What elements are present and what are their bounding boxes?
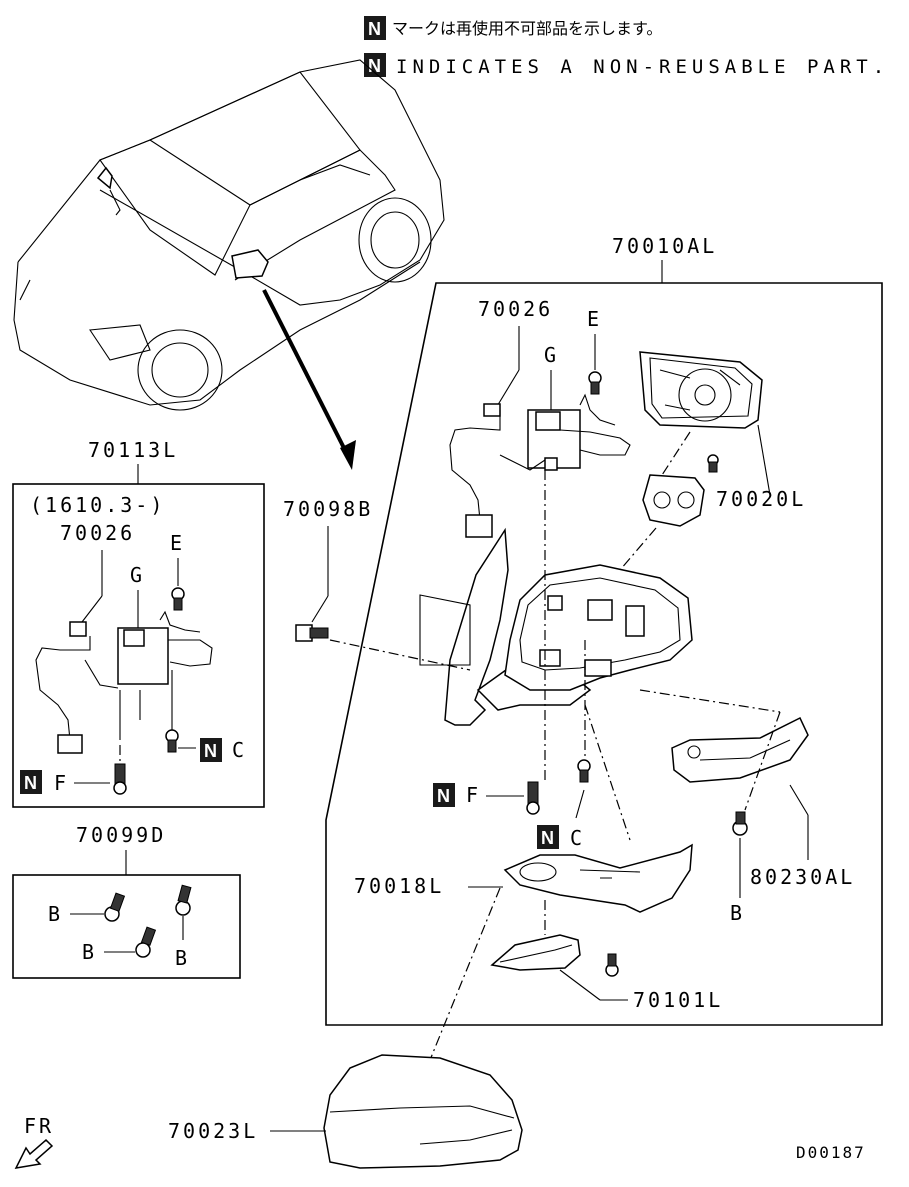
- label-70020l: 70020L: [716, 487, 806, 511]
- label-70101l: 70101L: [633, 988, 723, 1012]
- label-70010al: 70010AL: [612, 234, 717, 258]
- lower-cover: 70018L: [354, 843, 693, 913]
- vehicle-outline: [13, 59, 445, 411]
- actuator-outer: 70026 G E: [449, 297, 631, 538]
- note-japanese: マークは再使用不可部品を示します。: [392, 19, 662, 38]
- label-c-inner: C: [232, 738, 247, 762]
- svg-text:N: N: [437, 786, 450, 806]
- kit-box-70113l: 70113L (1610.3-) 70026 E G N C: [12, 438, 265, 808]
- label-b-2: B: [82, 940, 97, 964]
- svg-text:N: N: [368, 19, 381, 39]
- turn-lamp: B 80230AL: [671, 711, 855, 925]
- label-70023l: 70023L: [168, 1119, 258, 1143]
- header-note-en-row: N INDICATES A NON-REUSABLE PART.: [364, 53, 889, 78]
- label-fr: FR: [24, 1114, 54, 1138]
- label-70113l: 70113L: [88, 438, 178, 462]
- label-c-outer: C: [570, 826, 585, 850]
- kit-box-70099d: 70099D B B B: [12, 823, 241, 979]
- label-70098b: 70098B: [283, 497, 373, 521]
- note-english: INDICATES A NON-REUSABLE PART.: [396, 56, 889, 78]
- mirror-housing: [419, 527, 693, 726]
- label-e-outer: E: [587, 307, 602, 331]
- label-70026-outer: 70026: [478, 297, 553, 321]
- lower-bracket: 70101L: [490, 900, 723, 1012]
- svg-text:N: N: [541, 828, 554, 848]
- non-reusable-badge-icon: N: [20, 770, 42, 794]
- label-b-lamp: B: [730, 901, 745, 925]
- header-note-jp-row: N マークは再使用不可部品を示します。: [364, 16, 662, 40]
- fasteners-outer: N F N C: [433, 470, 781, 850]
- non-reusable-badge-icon: N: [433, 783, 455, 807]
- label-f-inner: F: [54, 771, 69, 795]
- label-b-3: B: [175, 946, 190, 970]
- front-arrow-icon: [14, 1138, 54, 1169]
- front-direction-indicator: FR: [14, 1114, 54, 1169]
- non-reusable-badge-icon: N: [200, 738, 222, 762]
- label-80230al: 80230AL: [750, 865, 855, 889]
- non-reusable-badge-icon: N: [364, 16, 386, 40]
- assembly-box: 70010AL: [325, 234, 883, 1026]
- bolt-70098b: 70098B: [283, 497, 471, 671]
- location-arrow: [262, 289, 356, 470]
- svg-text:N: N: [368, 56, 381, 76]
- mirror-location-marker: [231, 249, 269, 279]
- label-g-inner: G: [130, 563, 145, 587]
- diagram-code: D00187: [796, 1143, 866, 1162]
- non-reusable-badge-icon: N: [364, 53, 386, 77]
- mirror-glass: 70020L: [619, 351, 806, 571]
- svg-text:N: N: [204, 741, 217, 761]
- svg-text:N: N: [24, 773, 37, 793]
- label-e-inner: E: [170, 531, 185, 555]
- label-70099d: 70099D: [76, 823, 166, 847]
- label-date-range: (1610.3-): [30, 493, 165, 517]
- label-b-1: B: [48, 902, 63, 926]
- non-reusable-badge-icon: N: [537, 825, 559, 849]
- label-g-outer: G: [544, 343, 559, 367]
- mirror-cap: 70023L: [168, 887, 523, 1169]
- label-f-outer: F: [466, 783, 481, 807]
- label-70018l: 70018L: [354, 874, 444, 898]
- label-70026-inner: 70026: [60, 521, 135, 545]
